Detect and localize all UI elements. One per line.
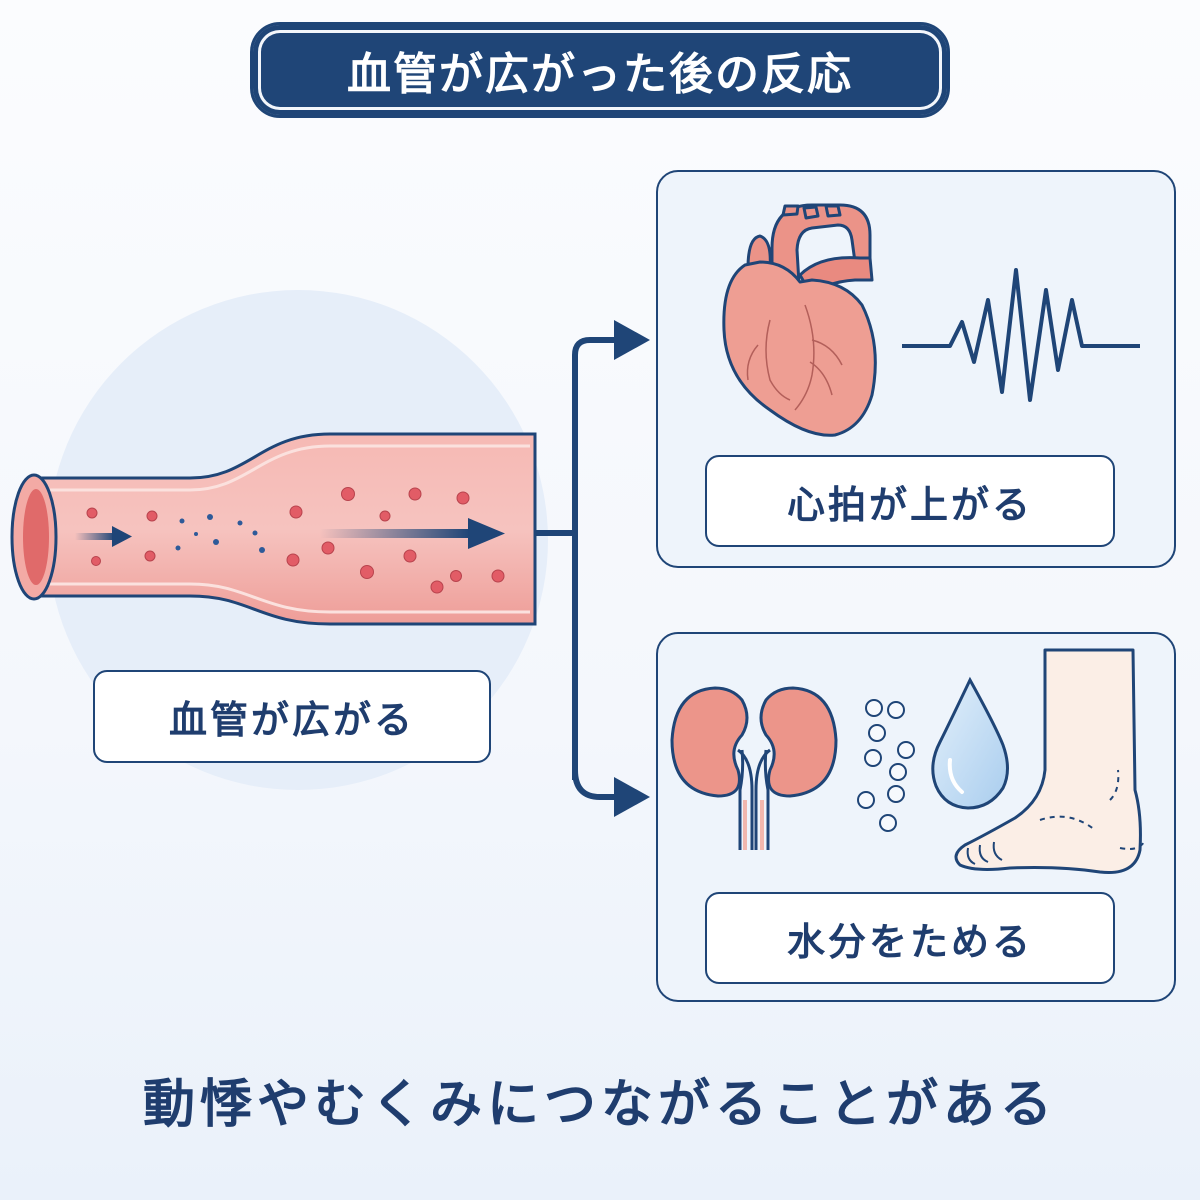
arrow-head-top (614, 320, 650, 360)
arrow-head-bottom (614, 777, 650, 817)
blood-vessel-icon (10, 432, 537, 626)
water-retention-label-text: 水分をためる (786, 919, 1033, 964)
vessel-label: 血管が広がる (93, 670, 491, 763)
title-banner: 血管が広がった後の反応 (250, 22, 950, 118)
bubbles-icon (857, 699, 915, 832)
heart-rate-label-text: 心拍が上がる (786, 482, 1033, 527)
page-title: 血管が広がった後の反応 (347, 49, 853, 100)
heart-icon (722, 203, 877, 437)
heartbeat-line-icon (902, 268, 1140, 402)
swollen-foot-icon (954, 648, 1146, 875)
water-drop-highlight (947, 758, 964, 794)
footer-conclusion: 動悸やむくみにつながることがある (142, 1075, 1058, 1135)
branch-arrows (535, 337, 618, 800)
water-retention-label: 水分をためる (705, 892, 1115, 984)
heart-rate-label: 心拍が上がる (705, 455, 1115, 547)
water-drop-icon (931, 676, 1009, 810)
vessel-label-text: 血管が広がる (168, 698, 415, 742)
kidney-icon (670, 686, 838, 850)
